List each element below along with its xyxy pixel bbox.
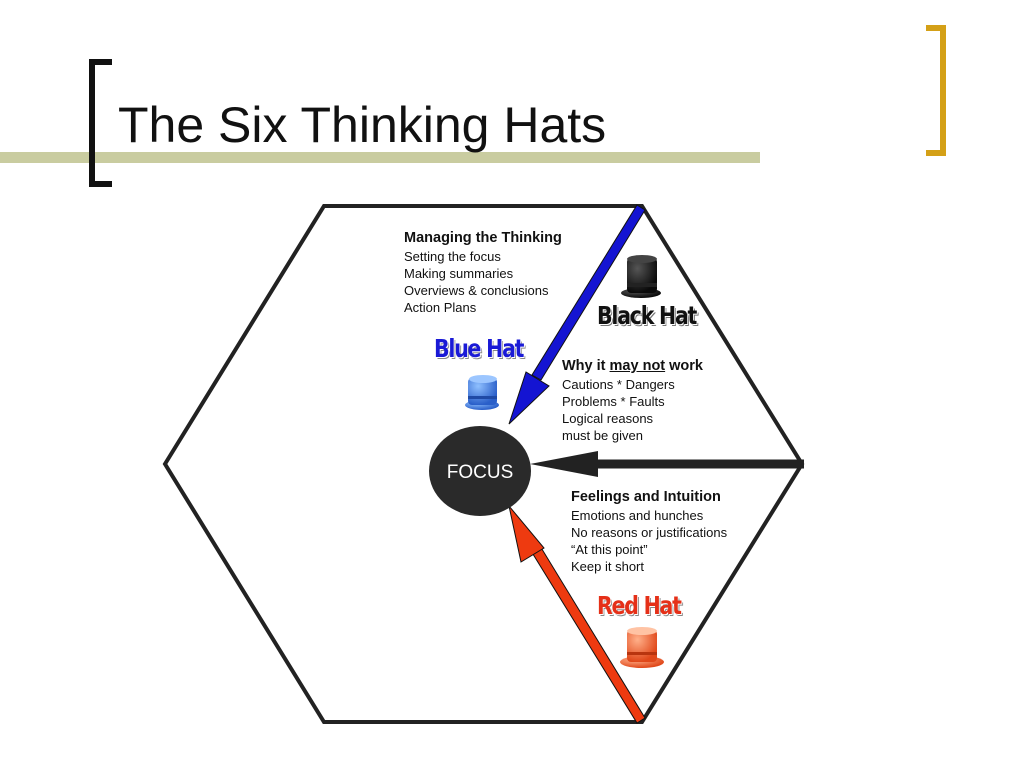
slide-title: The Six Thinking Hats (118, 97, 607, 153)
red-hat-line: No reasons or justifications (571, 525, 728, 540)
red-hat-line: “At this point” (571, 542, 648, 557)
red-hat-line: Keep it short (571, 559, 644, 574)
black-hat-heading-emphasis: may not (609, 358, 666, 374)
red-hat-line: Emotions and hunches (571, 508, 704, 523)
black-hat-heading-suffix: work (665, 358, 703, 374)
blue-hat-label: Blue Hat (434, 334, 524, 363)
blue-arrow-shaft (531, 204, 646, 381)
black-hat-heading-prefix: Why it (562, 358, 610, 374)
focus-circle (429, 426, 531, 516)
red-hat-label: Red Hat (597, 591, 682, 620)
black-hat-line: Cautions * Dangers (562, 377, 675, 392)
blue-hat-line: Overviews & conclusions (404, 283, 549, 298)
blue-arrow-head (508, 371, 550, 425)
black-hat-line: Logical reasons (562, 411, 654, 426)
right-bracket (926, 25, 946, 156)
hexagon-outline (162, 204, 805, 724)
black-hat-label: Black Hat (597, 301, 697, 330)
left-bracket (89, 59, 112, 187)
focus-label: FOCUS (446, 461, 514, 483)
red-hat-heading: Feelings and Intuition (571, 489, 721, 505)
black-hat-description: Why it may not work Cautions * Dangers P… (562, 357, 703, 444)
blue-hat-line: Making summaries (404, 266, 514, 281)
black-hat-line: Problems * Faults (562, 394, 665, 409)
blue-hat-line: Action Plans (404, 300, 477, 315)
title-rule (0, 152, 760, 163)
red-hat-description: Feelings and Intuition Emotions and hunc… (571, 488, 727, 575)
blue-hat-heading: Managing the Thinking (404, 230, 562, 246)
red-arrow-head (508, 505, 545, 563)
black-arrow-head (530, 451, 598, 477)
blue-hat-description: Managing the Thinking Setting the focus … (404, 229, 562, 316)
blue-top-hat-icon (465, 375, 499, 410)
red-top-hat-icon (620, 627, 664, 668)
blue-hat-line: Setting the focus (404, 249, 501, 264)
black-hat-line: must be given (562, 428, 643, 443)
black-hat-heading: Why it may not work (562, 357, 703, 376)
black-top-hat-icon (621, 255, 661, 298)
